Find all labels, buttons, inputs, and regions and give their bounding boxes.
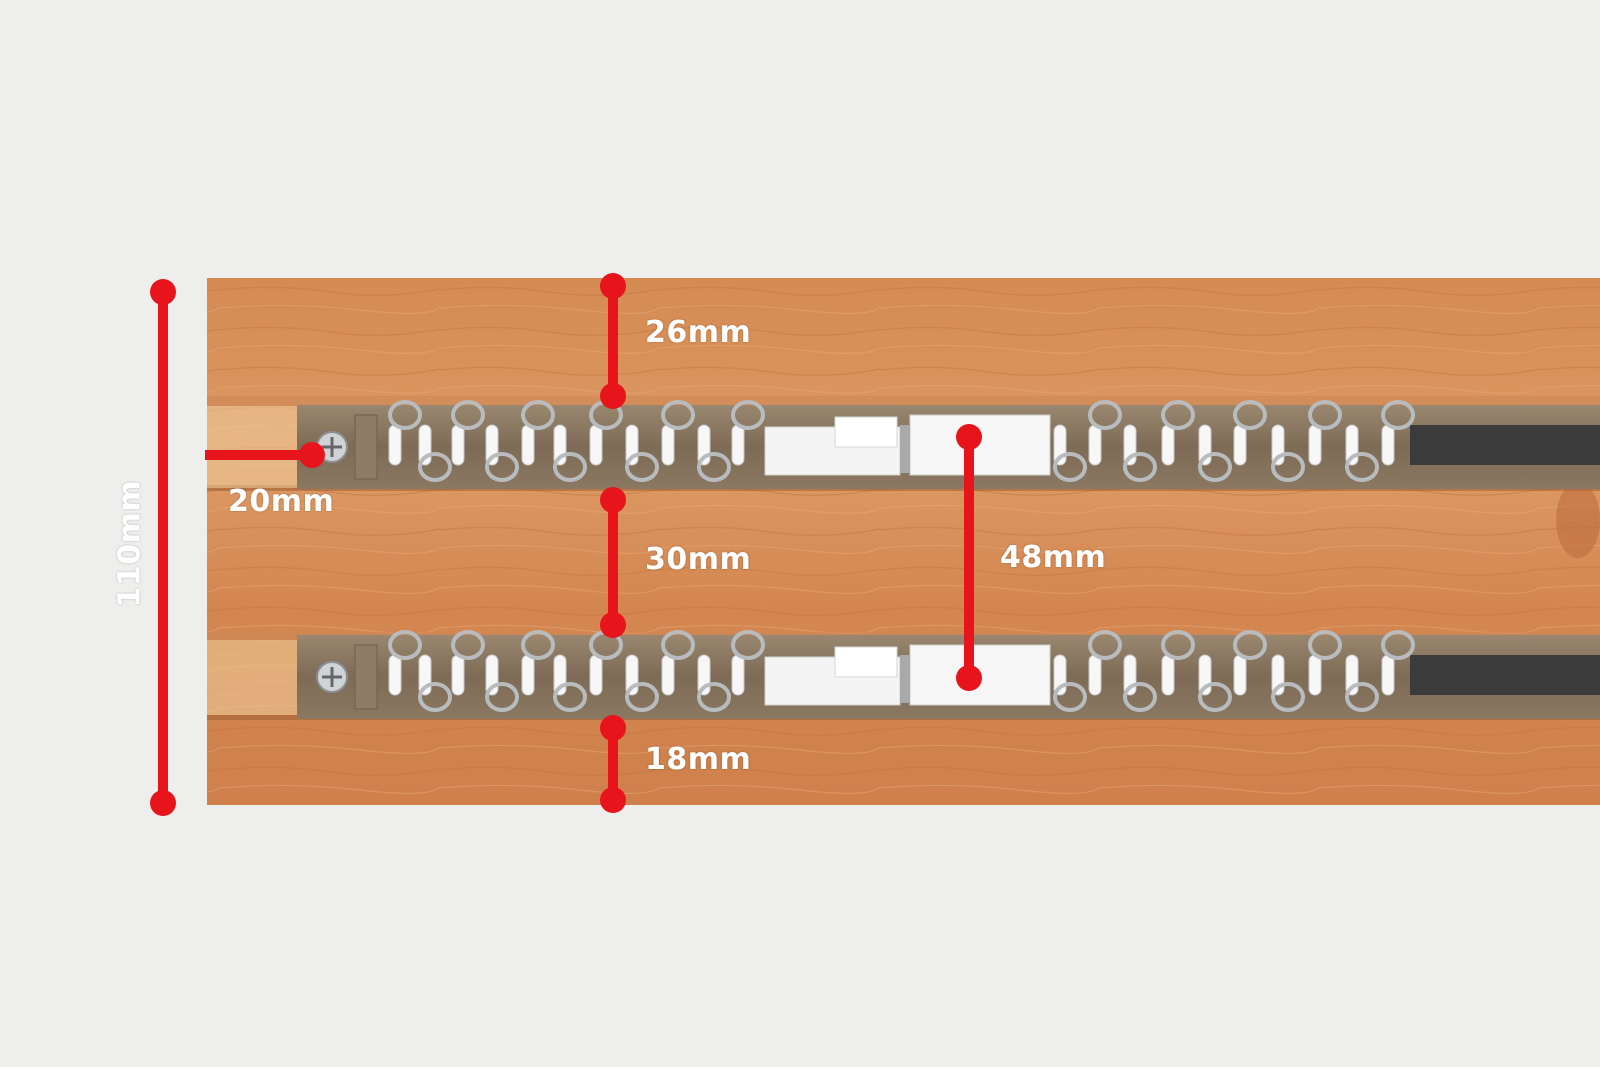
curtain-ring: [521, 400, 555, 430]
curtain-ring: [1271, 682, 1305, 712]
runner: [1161, 654, 1175, 696]
runner: [388, 654, 402, 696]
runner: [1233, 424, 1247, 466]
runner: [1161, 424, 1175, 466]
curtain-ring: [418, 452, 452, 482]
dimension-dot: [150, 790, 176, 816]
curtain-ring: [553, 682, 587, 712]
dimension-dot: [150, 279, 176, 305]
curtain-ring: [1053, 452, 1087, 482]
runner: [451, 654, 465, 696]
runner: [1308, 424, 1322, 466]
curtain-ring: [1088, 400, 1122, 430]
runner: [521, 654, 535, 696]
curtain-ring: [485, 682, 519, 712]
label-top-margin: 26mm: [645, 315, 752, 350]
curtain-ring: [388, 630, 422, 660]
runner: [521, 424, 535, 466]
dimension-dot: [956, 665, 982, 691]
label-side-offset: 20mm: [228, 484, 335, 519]
curtain-ring: [553, 452, 587, 482]
label-total-height: 110mm: [112, 479, 148, 608]
curtain-ring: [625, 682, 659, 712]
curtain-ring: [1198, 452, 1232, 482]
dimension-dot: [600, 383, 626, 409]
runner: [1308, 654, 1322, 696]
curtain-ring: [485, 452, 519, 482]
curtain-ring: [1345, 682, 1379, 712]
end-stopper: [354, 414, 378, 480]
curtain-ring: [1233, 630, 1267, 660]
curtain-ring: [697, 682, 731, 712]
curtain-ring: [1053, 682, 1087, 712]
dimension-dot: [600, 487, 626, 513]
runner: [589, 654, 603, 696]
dimension-dot: [600, 787, 626, 813]
runner: [451, 424, 465, 466]
curtain-ring: [1308, 400, 1342, 430]
curtain-ring: [1161, 630, 1195, 660]
curtain-ring: [1381, 400, 1415, 430]
curtain-ring: [625, 452, 659, 482]
master-runner: [909, 414, 1051, 476]
curtain-ring: [1345, 452, 1379, 482]
label-rail-spacing: 30mm: [645, 542, 752, 577]
rail-channel: [1410, 425, 1600, 465]
curtain-ring: [451, 630, 485, 660]
runner: [731, 424, 745, 466]
wooden-board: [207, 278, 1600, 805]
rail-top: [297, 400, 1600, 489]
curtain-ring: [1088, 630, 1122, 660]
dimension-dot: [600, 273, 626, 299]
runner: [1233, 654, 1247, 696]
runner: [1088, 654, 1102, 696]
runner: [1381, 424, 1395, 466]
curtain-ring: [661, 630, 695, 660]
label-rail-center-gap: 48mm: [1000, 540, 1107, 575]
curtain-ring: [731, 630, 765, 660]
curtain-ring: [1308, 630, 1342, 660]
curtain-ring: [661, 400, 695, 430]
runner: [731, 654, 745, 696]
rail-channel: [1410, 655, 1600, 695]
rail-bottom: [297, 630, 1600, 719]
dimension-lines: [150, 273, 982, 816]
dimension-dot: [299, 442, 325, 468]
runner: [661, 654, 675, 696]
curtain-ring: [1233, 400, 1267, 430]
curtain-ring: [1161, 400, 1195, 430]
runner: [589, 424, 603, 466]
curtain-ring: [1123, 452, 1157, 482]
runner: [1088, 424, 1102, 466]
runner: [1381, 654, 1395, 696]
dimension-dot: [956, 424, 982, 450]
dimension-dot: [600, 715, 626, 741]
curtain-ring: [731, 400, 765, 430]
curtain-ring: [1198, 682, 1232, 712]
label-bottom-margin: 18mm: [645, 742, 752, 777]
runner: [661, 424, 675, 466]
curtain-ring: [418, 682, 452, 712]
curtain-ring: [1271, 452, 1305, 482]
end-stopper: [354, 644, 378, 710]
curtain-ring: [1381, 630, 1415, 660]
curtain-ring: [451, 400, 485, 430]
curtain-ring: [697, 452, 731, 482]
curtain-ring: [388, 400, 422, 430]
curtain-ring: [521, 630, 555, 660]
dimension-dot: [600, 612, 626, 638]
curtain-ring: [1123, 682, 1157, 712]
runner: [388, 424, 402, 466]
